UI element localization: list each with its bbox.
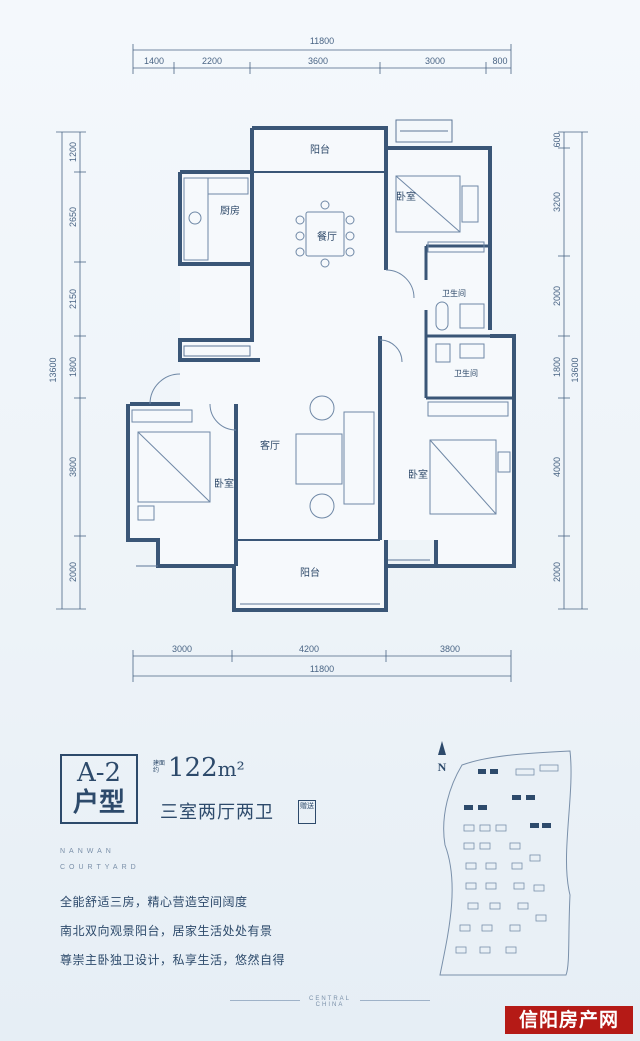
top-dimensions <box>132 44 512 74</box>
furniture <box>131 175 511 521</box>
top-total-dim: 11800 <box>310 36 334 46</box>
room-bedroom-w: 卧室 <box>214 477 234 490</box>
room-living: 客厅 <box>260 439 280 452</box>
right-dimensions <box>558 131 588 610</box>
top-dim-3: 3600 <box>308 56 328 66</box>
left-dimensions <box>56 131 86 610</box>
right-total-dim: 13600 <box>570 357 580 382</box>
site-buildings <box>455 764 559 954</box>
windows <box>136 119 453 605</box>
footer-brand: CENTRAL CHINA <box>308 996 351 1008</box>
right-dim-5: 4000 <box>552 457 562 477</box>
right-dim-6: 2000 <box>552 562 562 582</box>
english-line-1: NANWAN <box>60 848 115 855</box>
unit-label: 户型 <box>72 788 125 818</box>
top-dim-2: 2200 <box>202 56 222 66</box>
left-dim-5: 3800 <box>68 457 78 477</box>
layout-name: 三室两厅两卫 <box>160 802 274 823</box>
bottom-dim-3: 3800 <box>440 644 460 654</box>
area-value: 122 <box>168 753 218 783</box>
left-dim-3: 2150 <box>68 289 78 309</box>
english-line-2: COURTYARD <box>60 864 140 871</box>
top-dim-5: 800 <box>492 56 507 66</box>
unit-type-box: A-2 户型 <box>60 754 138 824</box>
walls <box>126 126 516 612</box>
area-value-group: 122m² <box>168 753 245 783</box>
room-bedroom-ne: 卧室 <box>396 190 416 203</box>
room-bath-2: 卫生间 <box>454 368 478 378</box>
right-dim-1: 600 <box>552 132 562 147</box>
footer-rule-left <box>230 1000 300 1001</box>
compass-north-label: N <box>438 760 447 774</box>
watermark-logo: 信阳房产网 <box>505 1006 633 1034</box>
floor-fill <box>128 128 514 610</box>
bottom-dim-2: 4200 <box>299 644 319 654</box>
bottom-dimensions <box>132 650 512 682</box>
right-dimension-labels: 13600 600 3200 2000 1800 4000 2000 <box>552 132 580 582</box>
area-unit: m² <box>217 757 245 781</box>
feature-1: 全能舒适三房，精心营造空间阔度 <box>60 895 248 909</box>
layout-tag: 赠送 <box>298 800 316 824</box>
site-plan: N <box>438 741 572 976</box>
room-kitchen: 厨房 <box>220 204 240 217</box>
right-dim-2: 3200 <box>552 192 562 212</box>
top-dim-4: 3000 <box>425 56 445 66</box>
right-dim-3: 2000 <box>552 286 562 306</box>
left-dim-4: 1800 <box>68 357 78 377</box>
floor-plan: 11800 1400 2200 3600 3000 800 3000 4200 … <box>48 36 588 682</box>
bottom-total-dim: 11800 <box>310 664 334 674</box>
left-dim-2: 2650 <box>68 207 78 227</box>
room-bath-1: 卫生间 <box>442 288 466 298</box>
room-dining: 餐厅 <box>317 230 337 243</box>
room-balcony-north: 阳台 <box>310 143 330 156</box>
area-prefix: 建面约 <box>153 760 166 774</box>
left-dim-6: 2000 <box>68 562 78 582</box>
room-balcony-south: 阳台 <box>300 566 320 579</box>
room-bedroom-se: 卧室 <box>408 468 428 481</box>
left-total-dim: 13600 <box>48 357 58 382</box>
left-dimension-labels: 13600 1200 2650 2150 1800 3800 2000 <box>48 142 78 582</box>
bottom-dim-1: 3000 <box>172 644 192 654</box>
site-buildings-dark <box>464 769 551 828</box>
right-dim-4: 1800 <box>552 357 562 377</box>
unit-code: A-2 <box>76 758 122 788</box>
feature-2: 南北双向观景阳台，居家生活处处有景 <box>60 924 273 938</box>
feature-3: 尊崇主卧独卫设计，私享生活，悠然自得 <box>60 953 286 967</box>
compass: N <box>438 741 447 774</box>
footer-rule-right <box>360 1000 430 1001</box>
top-dim-1: 1400 <box>144 56 164 66</box>
left-dim-1: 1200 <box>68 142 78 162</box>
